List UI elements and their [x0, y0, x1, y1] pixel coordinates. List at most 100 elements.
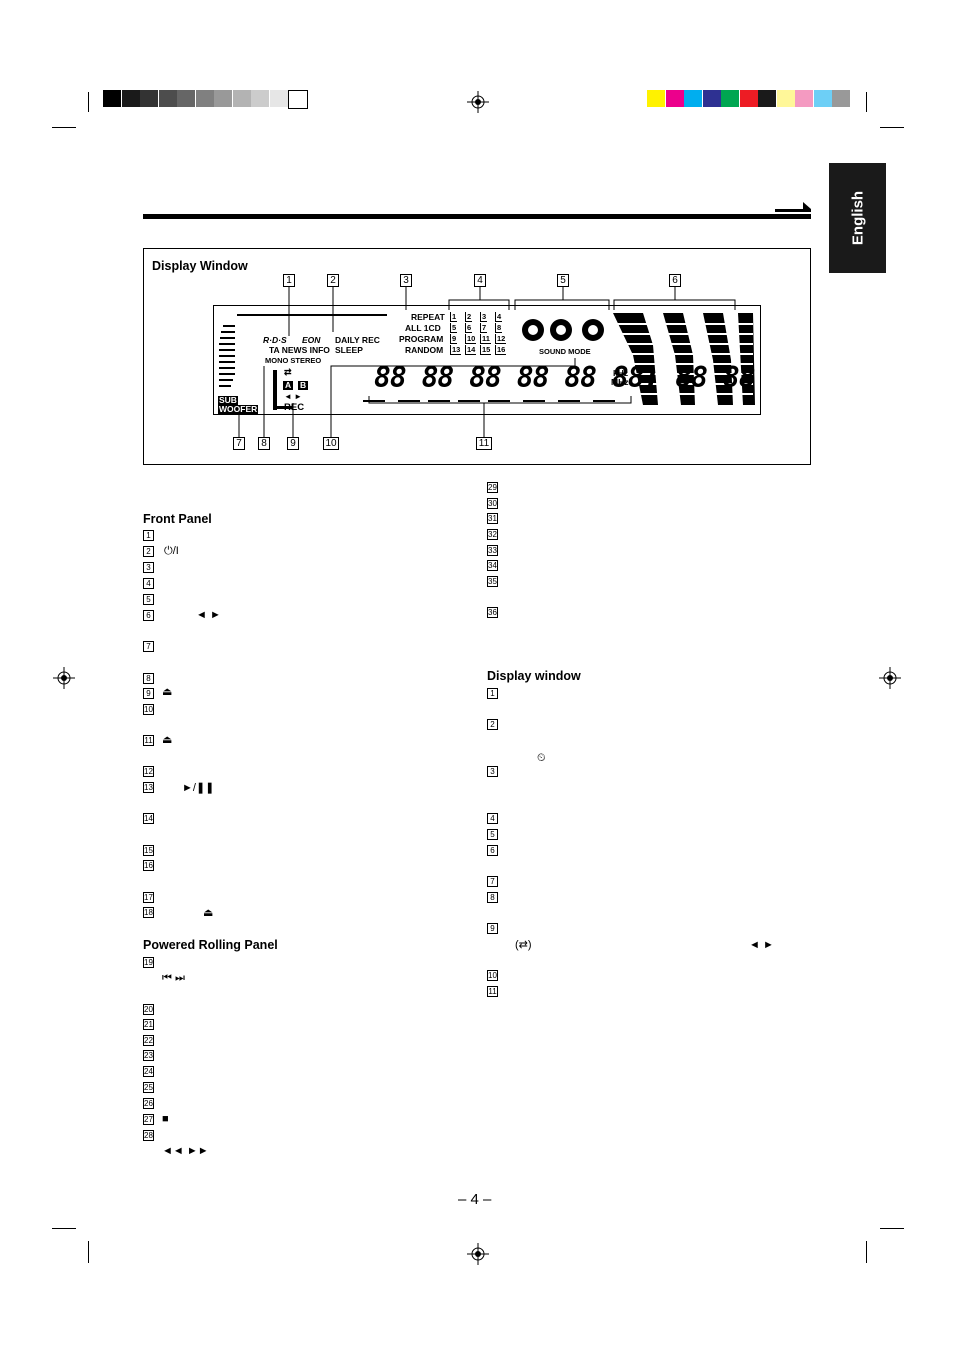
display-window-figure — [143, 248, 811, 465]
lcd-disc-number: 2 — [465, 312, 473, 322]
display-window-heading: Display window — [487, 669, 581, 683]
item-number-box: 27 — [143, 1114, 154, 1125]
lcd-disc-number: 11 — [480, 334, 491, 344]
lcd-deck-b: B — [298, 380, 309, 390]
item-number-box: 15 — [143, 845, 154, 856]
lcd-khz: kHz — [613, 368, 629, 378]
lcd-mhz: MHz — [611, 377, 629, 387]
item-number-box: 21 — [143, 1019, 154, 1030]
crop-mark — [866, 92, 867, 112]
lcd-program: PROGRAM — [399, 334, 444, 344]
color-swatch — [647, 90, 665, 107]
item-number-box: 26 — [143, 1098, 154, 1109]
item-number-box: 13 — [143, 782, 154, 793]
lcd-disc-number: 9 — [450, 334, 458, 344]
lcd-deck-a: A — [283, 380, 294, 390]
callout-1: 1 — [283, 274, 295, 287]
item-number-box: 35 — [487, 576, 498, 587]
item-number-box: 14 — [143, 813, 154, 824]
item-number-box: 30 — [487, 498, 498, 509]
color-swatch — [158, 90, 177, 107]
item-number-box: 31 — [487, 513, 498, 524]
item-number-box: 29 — [487, 482, 498, 493]
crop-mark — [88, 92, 89, 112]
item-number-box: 10 — [487, 970, 498, 981]
timer-clock-icon: ⏲ — [537, 752, 546, 764]
lcd-disc-number: 1 — [450, 312, 458, 322]
rewind-fast-forward-icon: ◄◄ ►► — [162, 1145, 209, 1157]
lcd-disc-number: 14 — [465, 345, 477, 355]
lcd-repeat: REPEAT — [411, 312, 445, 322]
eject-icon: ⏏ — [203, 907, 214, 919]
color-swatch — [684, 90, 702, 107]
item-number-box: 28 — [143, 1130, 154, 1141]
lcd-disc-number: 15 — [480, 345, 492, 355]
color-swatch — [269, 90, 288, 107]
reverse-mode-icon: (⇄) — [515, 939, 532, 951]
color-swatch — [195, 90, 214, 107]
item-number-box: 4 — [143, 578, 154, 589]
item-number-box: 8 — [143, 673, 154, 684]
crop-mark — [52, 1228, 76, 1229]
crop-mark — [880, 127, 904, 128]
item-number-box: 11 — [487, 986, 498, 997]
color-swatch — [832, 90, 850, 107]
callout-2: 2 — [327, 274, 339, 287]
registration-mark — [467, 91, 489, 113]
item-number-box: 5 — [143, 594, 154, 605]
front-panel-heading: Front Panel — [143, 512, 212, 526]
item-number-box: 8 — [487, 892, 498, 903]
item-number-box: 3 — [487, 766, 498, 777]
color-swatch — [177, 90, 195, 107]
lcd-random: RANDOM — [405, 345, 444, 355]
color-swatch — [721, 90, 739, 107]
item-number-box: 33 — [487, 545, 498, 556]
item-number-box: 11 — [143, 735, 154, 746]
lcd-all-1cd: ALL 1CD — [405, 323, 441, 333]
lcd-eon: EON — [302, 335, 321, 345]
lcd-disc-number: 3 — [480, 312, 488, 322]
language-label: English — [849, 190, 866, 246]
item-number-box: 12 — [143, 766, 154, 777]
lcd-sound-mode: SOUND MODE — [539, 347, 591, 356]
lcd-sleep: SLEEP — [335, 345, 363, 355]
crop-mark — [866, 1241, 867, 1263]
color-swatch — [288, 90, 308, 109]
item-number-box: 1 — [487, 688, 498, 699]
color-swatch — [758, 90, 776, 107]
callout-6: 6 — [669, 274, 681, 287]
lcd-disc-number: 4 — [495, 312, 503, 322]
crop-mark — [880, 1228, 904, 1229]
item-number-box: 36 — [487, 607, 498, 618]
item-number-box: 34 — [487, 560, 498, 571]
item-number-box: 32 — [487, 529, 498, 540]
callout-9: 9 — [287, 437, 299, 450]
callout-10: 10 — [323, 437, 339, 450]
lcd-disc-number: 7 — [480, 323, 488, 333]
color-swatch — [140, 90, 158, 107]
callout-7: 7 — [233, 437, 245, 450]
item-number-box: 17 — [143, 892, 154, 903]
item-number-box: 7 — [487, 876, 498, 887]
eject-icon: ⏏ — [162, 686, 173, 698]
color-swatch — [776, 90, 795, 107]
left-right-arrows-icon: ◄ ► — [196, 609, 221, 621]
play-pause-icon: ►/❚❚ — [182, 782, 215, 794]
item-number-box: 2 — [487, 719, 498, 730]
registration-mark — [879, 667, 901, 689]
color-swatch — [103, 90, 121, 107]
powered-rolling-panel-heading: Powered Rolling Panel — [143, 938, 278, 952]
color-swatch — [251, 90, 269, 107]
item-number-box: 18 — [143, 907, 154, 918]
item-number-box: 23 — [143, 1050, 154, 1061]
lcd-woofer: WOOFER — [218, 404, 259, 414]
lcd-panel-illustration — [213, 305, 761, 415]
lcd-disc-number: 5 — [450, 323, 458, 333]
page-number: – 4 – — [458, 1191, 492, 1208]
callout-5: 5 — [557, 274, 569, 287]
lcd-disc-number: 8 — [495, 323, 503, 333]
crop-mark — [52, 127, 76, 128]
crop-mark — [88, 1241, 89, 1263]
header-rule — [143, 214, 811, 219]
